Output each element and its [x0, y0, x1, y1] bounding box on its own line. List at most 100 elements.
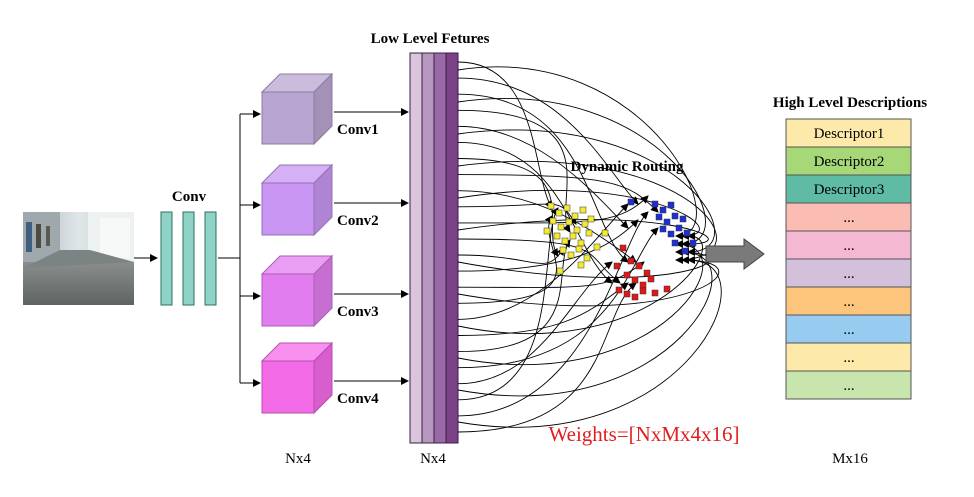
descriptor-label: Descriptor1 — [814, 126, 885, 142]
descriptor-row: Descriptor3 — [785, 174, 912, 204]
capsule-square — [556, 267, 564, 275]
descriptor-cell — [785, 174, 912, 204]
routing-curve-outer — [457, 98, 706, 248]
descriptor-cell — [785, 342, 912, 372]
capsule-square — [547, 202, 555, 210]
capsule-square — [615, 286, 623, 294]
routing-curve — [457, 125, 629, 229]
routing-curve-outer — [457, 129, 716, 256]
routing-curves — [457, 61, 722, 433]
capsule-square — [651, 200, 659, 208]
descriptor-row: ... — [785, 314, 912, 344]
capsule-square — [627, 198, 635, 206]
capsule-square — [543, 227, 551, 235]
descriptor-label: Descriptor3 — [814, 182, 885, 198]
capsule-square — [647, 275, 655, 283]
cube-front-face — [261, 91, 315, 145]
capsule-square — [627, 257, 635, 265]
routing-curve — [457, 109, 571, 233]
routing-clusters — [543, 198, 697, 301]
routing-curve — [457, 227, 659, 369]
conv-block-4: Conv4 — [260, 341, 379, 415]
routing-curve — [457, 238, 621, 284]
capsule-square — [679, 215, 687, 223]
descriptor-label: ... — [843, 210, 854, 226]
capsule-square — [643, 269, 651, 277]
conv-layer-2 — [182, 211, 195, 306]
descriptors-dim: Mx16 — [832, 451, 868, 467]
conv-block-2: Conv2 — [260, 163, 379, 237]
capsule-square — [579, 206, 587, 214]
descriptor-label: ... — [843, 238, 854, 254]
descriptor-label: ... — [843, 322, 854, 338]
capsule-square — [577, 261, 585, 269]
features-dim: Nx4 — [420, 451, 446, 467]
descriptor-label: ... — [843, 294, 854, 310]
feature-column-3 — [433, 52, 447, 444]
routing-curve — [457, 215, 557, 304]
capsule-square — [639, 281, 647, 289]
capsule-square — [681, 247, 689, 255]
capsule-square — [675, 224, 683, 232]
routing-curve — [457, 247, 565, 264]
feature-column-4 — [445, 52, 459, 444]
descriptor-label: Descriptor2 — [814, 154, 885, 170]
conv-block-3: Conv3 — [260, 254, 379, 328]
descriptor-cell — [785, 370, 912, 400]
branch-arrows — [240, 110, 261, 387]
capsule-square — [613, 262, 621, 270]
conv-output-dim: Nx4 — [285, 451, 311, 467]
capsule-square — [577, 239, 585, 247]
routing-curve-outer — [457, 240, 704, 365]
capsule-square — [631, 293, 639, 301]
descriptor-label: ... — [843, 266, 854, 282]
capsule-square — [663, 285, 671, 293]
capsule-square — [587, 215, 595, 223]
capsule-square — [667, 230, 675, 238]
capsule-square — [565, 218, 573, 226]
capsule-square — [659, 225, 667, 233]
routing-curve — [457, 211, 649, 417]
routing-curve-outer — [457, 256, 722, 428]
capsule-square — [571, 212, 579, 220]
capsule-square — [651, 289, 659, 297]
descriptor-row: ... — [785, 370, 912, 400]
routing-curve — [457, 207, 559, 401]
cluster-red — [613, 244, 671, 301]
capsule-square — [585, 229, 593, 237]
conv-block-1: Conv1 — [260, 72, 379, 146]
cube-front-face — [261, 360, 315, 414]
capsule-square — [671, 212, 679, 220]
descriptor-cell — [785, 286, 912, 316]
routing-curve — [457, 261, 613, 385]
conv-layers — [160, 211, 217, 306]
capsule-square — [655, 213, 663, 221]
capsule-square — [561, 237, 569, 245]
capsule-square — [623, 290, 631, 298]
routing-curve-outer — [457, 66, 697, 240]
input-image — [23, 212, 134, 305]
descriptor-cell — [785, 202, 912, 232]
cube-front-face — [261, 182, 315, 236]
capsule-square — [663, 218, 671, 226]
capsule-square — [689, 239, 697, 247]
descriptor-row: Descriptor2 — [785, 146, 912, 176]
capsule-square — [683, 229, 691, 237]
routing-curve — [457, 239, 571, 353]
routing-curve — [457, 282, 637, 433]
cluster-blue — [627, 198, 697, 255]
capsule-square — [623, 271, 631, 279]
high-level-descriptions-title: High Level Descriptions — [773, 95, 927, 111]
capsule-square — [583, 254, 591, 262]
routing-curve — [457, 261, 645, 288]
conv-layer-1 — [160, 211, 173, 306]
capsule-square — [593, 243, 601, 251]
conv-layer-3 — [204, 211, 217, 306]
routing-curve — [457, 282, 629, 336]
descriptor-label: ... — [843, 378, 854, 394]
routing-curve-outer — [457, 189, 700, 240]
capsule-square — [671, 239, 679, 247]
capsule-square — [581, 220, 589, 228]
